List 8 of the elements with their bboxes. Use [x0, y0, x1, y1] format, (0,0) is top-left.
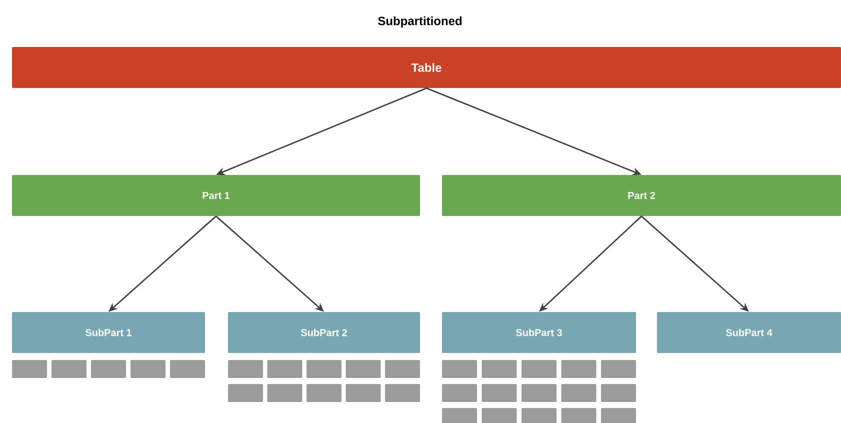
subpartition-box: SubPart 3 [442, 312, 636, 353]
partition-bar: Part 1 [12, 175, 420, 216]
subpartition-box: SubPart 1 [12, 312, 205, 353]
partition-bar: Part 2 [442, 175, 841, 216]
title: Subpartitioned [378, 16, 462, 28]
table-bar: Table [12, 47, 841, 88]
subpartition-box: SubPart 2 [228, 312, 420, 353]
subpartition-box: SubPart 4 [657, 312, 841, 353]
